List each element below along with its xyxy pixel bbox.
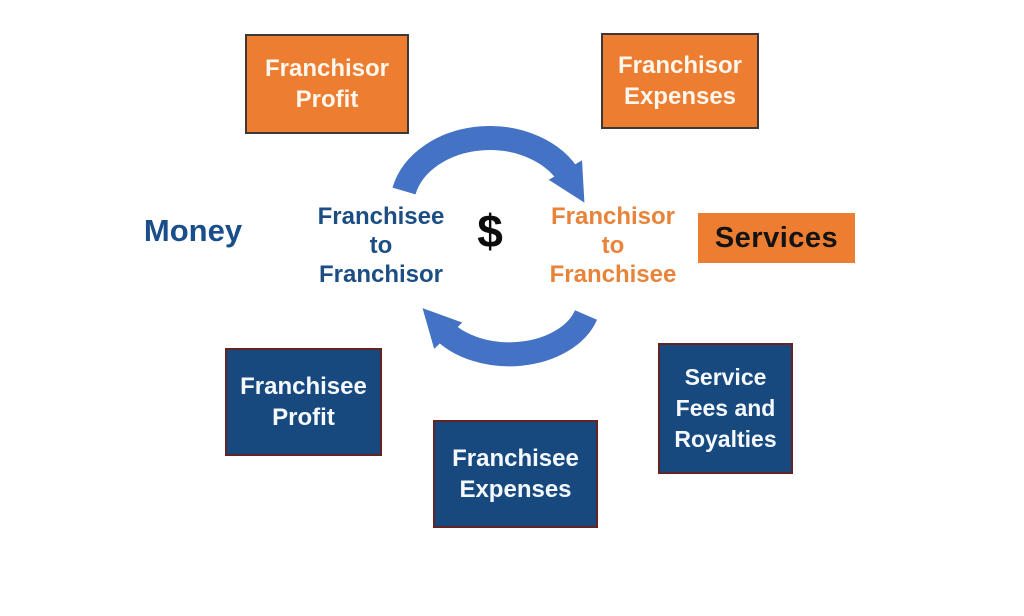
flow-label-line: Franchisee [549, 261, 677, 288]
money-label: Money [143, 213, 243, 248]
flow-label-line: to [369, 232, 393, 259]
flow-label-franchisor-to-franchisee: Franchisor to Franchisee [521, 202, 705, 289]
bottom-clockwise-arrow-icon [422, 308, 598, 367]
flow-label-line: to [601, 232, 625, 259]
box-service-fees-and-royalties: Service Fees and Royalties [658, 343, 793, 474]
box-label-line: Profit [295, 86, 359, 113]
flow-label-line: Franchisor [318, 261, 444, 288]
box-label-line: Profit [272, 404, 335, 431]
flow-label-franchisee-to-franchisor: Franchisee to Franchisor [285, 202, 477, 289]
box-label-line: Expenses [459, 476, 572, 503]
box-label-line: Franchisee [452, 445, 579, 472]
box-label-line: Franchisee [240, 373, 367, 400]
box-label-line: Royalties [674, 426, 777, 452]
flow-label-line: Franchisee [317, 203, 445, 230]
box-label-line: Service [684, 364, 767, 390]
box-franchisor-expenses: Franchisor Expenses [601, 33, 759, 129]
flow-label-line: Franchisor [550, 203, 676, 230]
box-franchisor-profit: Franchisor Profit [245, 34, 409, 134]
box-label-line: Services [714, 221, 839, 254]
box-label-line: Fees and [675, 395, 776, 421]
box-label-line: Franchisor [617, 52, 743, 79]
box-services: Services [698, 213, 855, 263]
box-label-line: Franchisor [264, 55, 390, 82]
dollar-sign-icon: $ [477, 205, 503, 257]
box-franchisee-expenses: Franchisee Expenses [433, 420, 598, 528]
box-label-line: Expenses [623, 83, 737, 110]
box-franchisee-profit: Franchisee Profit [225, 348, 382, 456]
top-clockwise-arrow-icon [392, 126, 585, 203]
